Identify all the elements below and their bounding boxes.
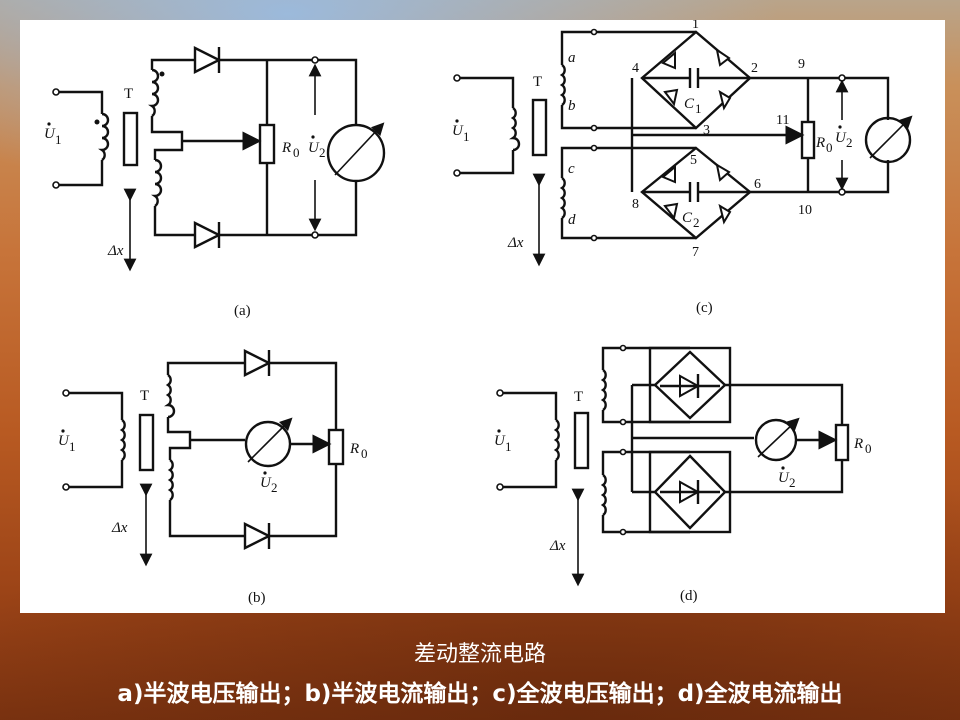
displacement-label: Δx [107,243,124,259]
input-voltage-label: U [58,433,70,449]
secondary-coil-upper [600,369,607,411]
input-voltage-label: U [494,433,506,449]
svg-text:1: 1 [69,439,76,454]
svg-text:2: 2 [319,145,326,160]
resistor-label: R [853,436,863,452]
diode-lower [193,221,222,249]
svg-text:c: c [568,161,575,177]
svg-text:b: b [568,98,576,114]
output-voltage-label: U [835,130,847,146]
primary-coil [98,112,110,161]
svg-text:a: a [568,50,576,66]
svg-text:2: 2 [789,475,796,490]
svg-text:1: 1 [505,439,512,454]
svg-text:10: 10 [798,203,812,218]
resistor-label: R [815,135,825,151]
bridge-upper-diodes [661,47,732,111]
svg-text:8: 8 [632,197,639,212]
slide-title: 差动整流电路 [413,642,546,667]
svg-text:0: 0 [361,446,368,461]
secondary-coil-upper [148,68,160,117]
transformer-core [138,413,155,472]
svg-text:11: 11 [776,113,789,128]
secondary-coil-upper [164,374,176,419]
diagram-panel: U 1 T Δx R 0 U [20,20,945,613]
transformer-label: T [533,74,542,90]
capacitor-c2 [688,182,700,202]
svg-text:1: 1 [692,20,699,32]
svg-text:5: 5 [690,153,697,168]
resistor-label: R [281,140,291,156]
secondary-coil-lower [600,474,607,516]
svg-text:0: 0 [826,140,833,155]
capacitor-c1 [688,68,700,88]
transformer-label: T [140,388,149,404]
bridge-lower-diodes [661,163,732,225]
svg-text:C: C [682,210,693,226]
displacement-label: Δx [111,520,128,536]
circuit-diagrams: U 1 T Δx R 0 U [44,20,913,606]
displacement-label: Δx [507,235,524,251]
svg-text:0: 0 [293,145,300,160]
svg-text:2: 2 [693,215,700,230]
svg-text:3: 3 [703,123,710,138]
slide-subtitle: a)半波电压输出；b)半波电流输出；c)全波电压输出；d)全波电流输出 [117,681,843,707]
panel-label-d: (d) [680,588,698,604]
output-voltage-label: U [308,140,320,156]
svg-text:0: 0 [865,441,872,456]
transformer-label: T [124,86,133,102]
svg-text:4: 4 [632,61,639,76]
diagram-a: U 1 T Δx R 0 U [44,46,386,319]
svg-text:1: 1 [55,132,62,147]
output-current-label: U [260,475,272,491]
resistor-r0 [258,123,276,165]
panel-label-b: (b) [248,590,266,606]
svg-text:d: d [568,212,576,228]
transformer-core [531,98,548,157]
svg-text:2: 2 [751,61,758,76]
output-current-label: U [778,470,790,486]
terminal [52,181,60,189]
primary-coil [509,107,521,152]
input-voltage-label: U [44,126,56,142]
transformer-core [122,111,139,167]
svg-text:C: C [684,96,695,112]
meter [244,420,292,468]
resistor-r0 [800,120,816,160]
panel-label-c: (c) [696,300,713,316]
secondary-coil-cd [559,177,566,219]
meter [864,116,912,164]
primary-coil [553,419,560,461]
svg-text:2: 2 [271,480,278,495]
panel-label-a: (a) [234,303,251,319]
secondary-coil-lower [167,459,174,501]
primary-coil [119,419,126,461]
svg-text:1: 1 [463,129,470,144]
resistor-label: R [349,441,359,457]
resistor-r0 [327,428,345,466]
resistor-r0 [834,423,850,462]
diode-upper [243,349,272,377]
diagram-c: U 1 T Δx a b c d [452,20,913,316]
svg-text:2: 2 [846,135,853,150]
transformer-core [573,411,590,470]
svg-text:1: 1 [695,101,702,116]
diode-upper [193,46,222,74]
bridge-lower [640,146,752,240]
diode-lower [243,522,272,550]
displacement-label: Δx [549,538,566,554]
terminal [52,88,60,96]
svg-text:9: 9 [798,57,805,72]
meter [326,123,386,183]
secondary-coil-ab [559,64,566,106]
svg-text:6: 6 [754,177,761,192]
input-voltage-label: U [452,123,464,139]
diagram-b: U 1 T Δx R 0 U 2 (b) [58,349,368,606]
diagram-d: U 1 T Δx [494,344,872,604]
secondary-coil-lower [151,158,163,207]
svg-text:7: 7 [692,245,699,260]
transformer-label: T [574,389,583,405]
